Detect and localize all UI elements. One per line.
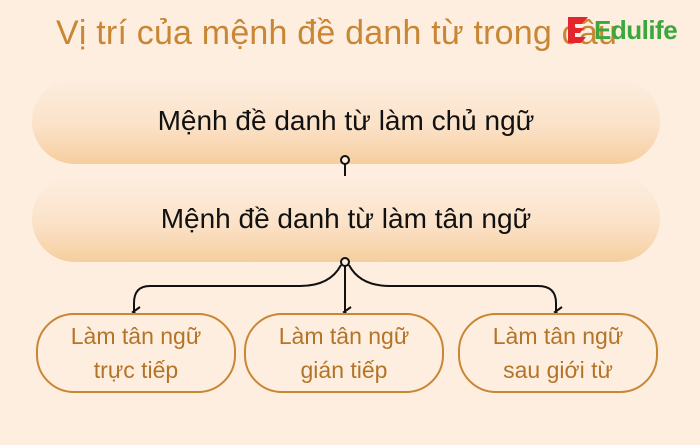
direct-object-line2: trực tiếp: [93, 357, 179, 383]
branch-left-arrow: [131, 264, 342, 318]
direct-object-line1: Làm tân ngữ: [70, 322, 202, 349]
indirect-object-box: Làm tân ngữ gián tiếp: [244, 313, 444, 393]
subject-clause-box: Mệnh đề danh từ làm chủ ngữ: [32, 78, 660, 164]
connector-node: [340, 155, 350, 165]
prepositional-object-line2: sau giới từ: [503, 357, 613, 383]
direct-object-box: Làm tân ngữ trực tiếp: [36, 313, 236, 393]
prepositional-object-line1: Làm tân ngữ: [492, 322, 624, 349]
indirect-object-line2: gián tiếp: [300, 357, 388, 383]
logo-text: Edulife: [594, 14, 678, 45]
indirect-object-line1: Làm tân ngữ: [278, 322, 410, 349]
object-clause-box: Mệnh đề danh từ làm tân ngữ: [32, 176, 660, 262]
prepositional-object-box: Làm tân ngữ sau giới từ: [458, 313, 658, 393]
branch-right-arrow: [348, 264, 563, 318]
branch-node: [340, 257, 350, 267]
diagram-title: Vị trí của mệnh đề danh từ trong câu: [56, 14, 618, 52]
edulife-logo-icon: [568, 17, 588, 43]
edulife-logo: Edulife: [566, 14, 678, 46]
